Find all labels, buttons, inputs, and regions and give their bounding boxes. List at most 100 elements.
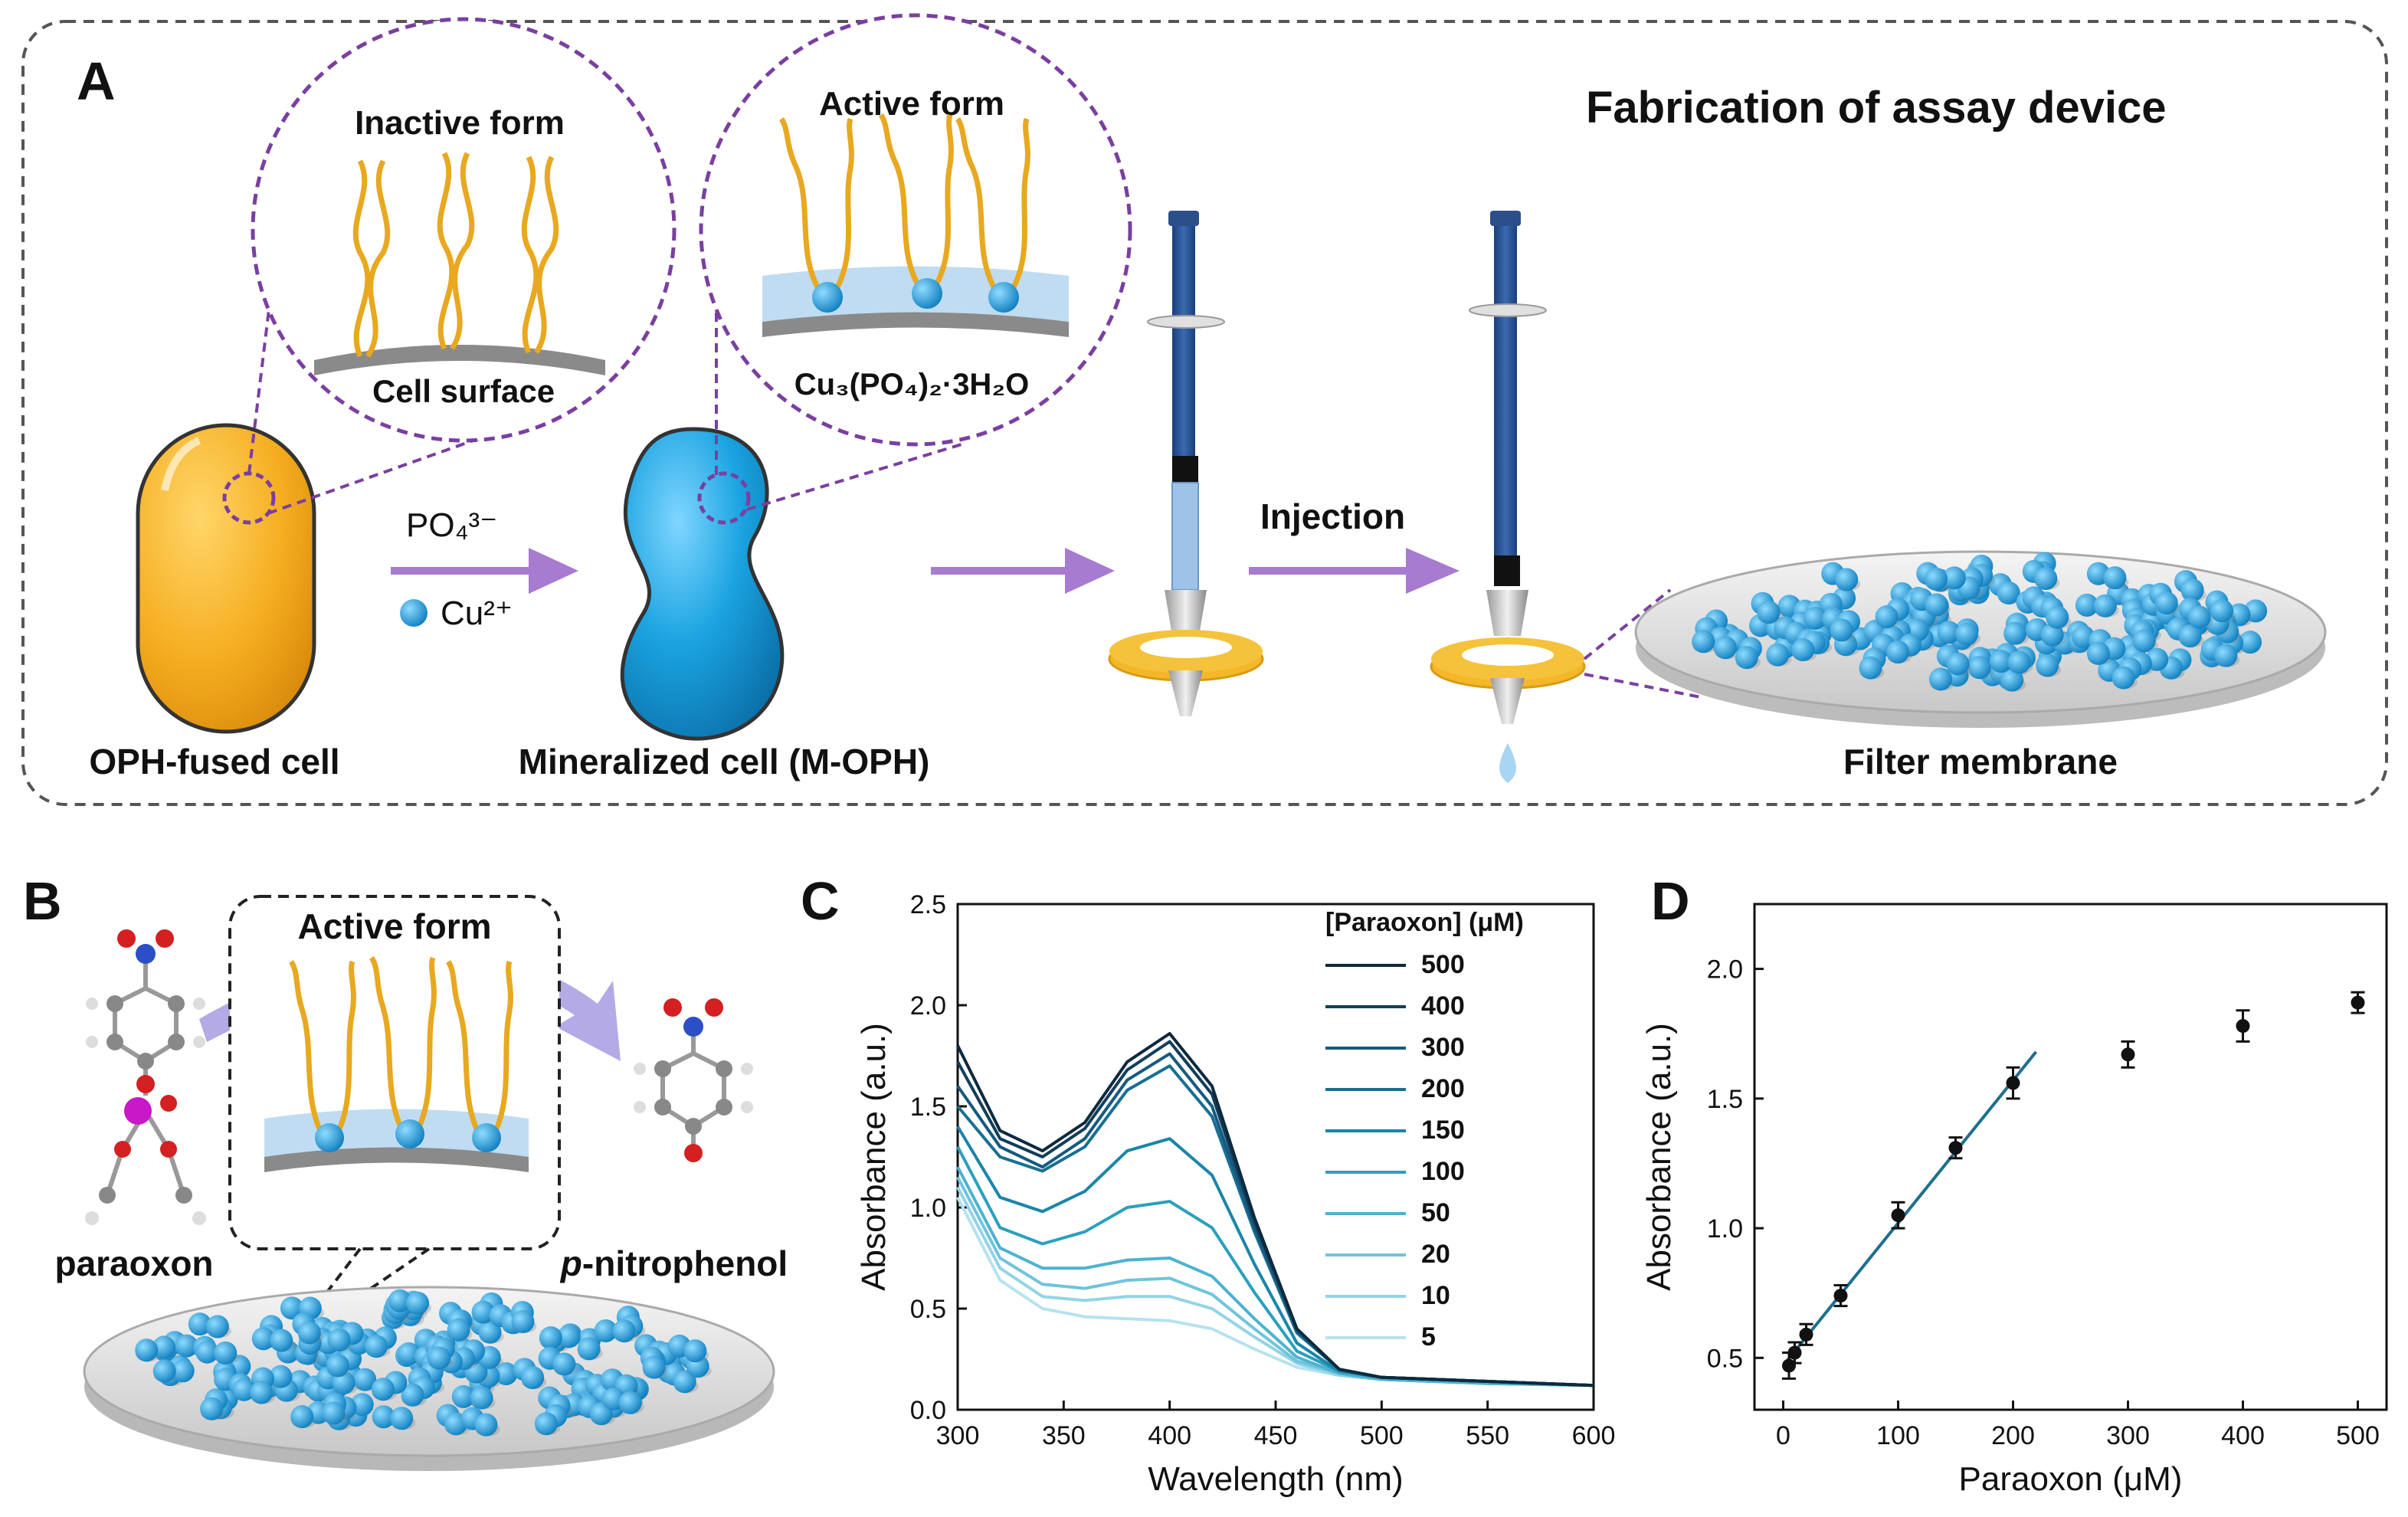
mineral-formula-label: Cu₃(PO₄)₂·3H₂O	[794, 368, 1029, 401]
membrane-cell	[2007, 650, 2031, 674]
data-point	[1833, 1289, 1848, 1303]
data-point	[2121, 1047, 2135, 1062]
y-tick-label: 1.5	[1707, 1085, 1743, 1114]
copper-phosphate-bead	[988, 282, 1019, 313]
membrane-cell	[474, 1413, 498, 1437]
x-tick-label: 450	[1254, 1421, 1298, 1450]
plot-frame	[956, 903, 1595, 1411]
membrane-cell	[390, 1407, 414, 1430]
membrane-cell	[372, 1405, 395, 1429]
membrane-cell	[397, 1342, 421, 1365]
x-tick-label: 0	[1776, 1421, 1790, 1450]
y-tick-label: 2.0	[1707, 955, 1743, 985]
y-tick-label: 1.0	[910, 1194, 946, 1223]
x-tick-label: 500	[1360, 1421, 1404, 1450]
data-point	[2006, 1076, 2020, 1090]
membrane-cell	[232, 1378, 256, 1401]
membrane-cell	[1886, 641, 1910, 664]
membrane-cell	[534, 1412, 558, 1436]
membrane-cell	[1791, 638, 1815, 662]
mineralized-cell	[620, 427, 785, 741]
membrane-cell	[471, 1300, 495, 1324]
paraoxon-label: paraoxon	[54, 1243, 213, 1283]
membrane-cell	[451, 1384, 475, 1408]
inactive-form-label: Inactive form	[355, 104, 565, 142]
x-tick-label: 400	[2221, 1421, 2265, 1450]
membrane-cell	[1946, 652, 1970, 676]
cell-surface-label: Cell surface	[372, 373, 555, 409]
membrane-cell	[577, 1337, 601, 1361]
membrane-cell	[2036, 654, 2059, 677]
copper-phosphate-bead	[812, 282, 843, 313]
paraoxon-molecule	[85, 929, 206, 1225]
membrane-cell	[1859, 656, 1882, 680]
spectrum-line	[956, 1052, 1594, 1388]
inactive-protein-strands	[352, 152, 559, 358]
membrane-cell	[2093, 594, 2117, 618]
membrane-cell	[135, 1338, 159, 1362]
membrane-cell	[2214, 644, 2238, 667]
x-tick-label: 350	[1042, 1421, 1086, 1450]
membrane-cell	[406, 1291, 430, 1315]
membrane-cell	[594, 1319, 618, 1343]
membrane-cell	[250, 1381, 274, 1404]
loading-arrow	[931, 548, 1115, 594]
p-nitrophenol-suffix: -nitrophenol	[582, 1243, 788, 1283]
panel-a-frame	[21, 20, 2388, 806]
membrane-cell	[290, 1405, 314, 1429]
membrane-cell	[2103, 566, 2127, 590]
membrane-cell	[327, 1328, 351, 1352]
membrane-cell	[2210, 599, 2233, 623]
panel-a: A Fabrication of assay device Inactive f…	[21, 13, 2388, 806]
spectrum-line	[956, 1166, 1594, 1388]
p-nitrophenol-prefix: p	[559, 1243, 582, 1283]
panel-b: B paraoxon	[23, 871, 788, 1471]
filter-membrane-label: Filter membrane	[1843, 742, 2118, 781]
active-form-label: Active form	[819, 85, 1004, 123]
y-tick-label: 0.0	[910, 1396, 946, 1425]
membrane-cell	[214, 1341, 238, 1365]
y-tick-label: 0.5	[910, 1295, 946, 1324]
x-tick-label: 300	[936, 1421, 980, 1450]
injection-label: Injection	[1260, 496, 1405, 536]
membrane-cell	[1692, 630, 1715, 654]
spectrum-line	[956, 1032, 1594, 1388]
panel-d-letter: D	[1651, 871, 1690, 931]
filter-membrane: Filter membrane	[1583, 550, 2327, 781]
y-tick-label: 1.5	[910, 1093, 946, 1122]
active-zoom-origin	[697, 471, 751, 525]
membrane-cell	[1942, 566, 1966, 590]
copper-phosphate-bead	[912, 278, 942, 309]
x-tick-label: 300	[2106, 1421, 2150, 1450]
membrane-cell	[557, 1325, 581, 1348]
membrane-cell	[205, 1315, 229, 1338]
legend-entry: 300	[1421, 1033, 1465, 1062]
membrane-cell	[428, 1346, 451, 1370]
panel-b-membrane	[83, 1286, 775, 1471]
y-axis-label: Absorbance (a.u.)	[1640, 1023, 1678, 1291]
membrane-cell	[1924, 567, 1948, 591]
membrane-cell	[152, 1335, 176, 1359]
x-tick-label: 400	[1148, 1421, 1191, 1450]
data-point	[1799, 1327, 1813, 1342]
injection-arrow: Injection	[1249, 496, 1460, 594]
oph-cell-label: OPH-fused cell	[89, 742, 339, 781]
legend-entry: 400	[1421, 991, 1465, 1021]
inactive-form-zoom: Inactive form Cell surface	[247, 17, 677, 515]
y-tick-label: 0.5	[1707, 1344, 1743, 1373]
membrane-cell	[2040, 623, 2064, 647]
legend-title: [Paraoxon] (μM)	[1325, 908, 1524, 937]
legend-entry: 100	[1421, 1157, 1465, 1186]
membrane-cell	[1989, 650, 2013, 673]
membrane-cell	[1997, 581, 2020, 605]
membrane-cell	[200, 1397, 224, 1420]
p-nitrophenol-label: p-nitrophenol	[559, 1243, 788, 1283]
membrane-cell	[1804, 606, 1827, 630]
membrane-cell	[2000, 668, 2024, 692]
phosphate-label: PO₄³⁻	[406, 506, 497, 544]
membrane-cell	[270, 1329, 293, 1352]
membrane-cell	[642, 1355, 666, 1379]
